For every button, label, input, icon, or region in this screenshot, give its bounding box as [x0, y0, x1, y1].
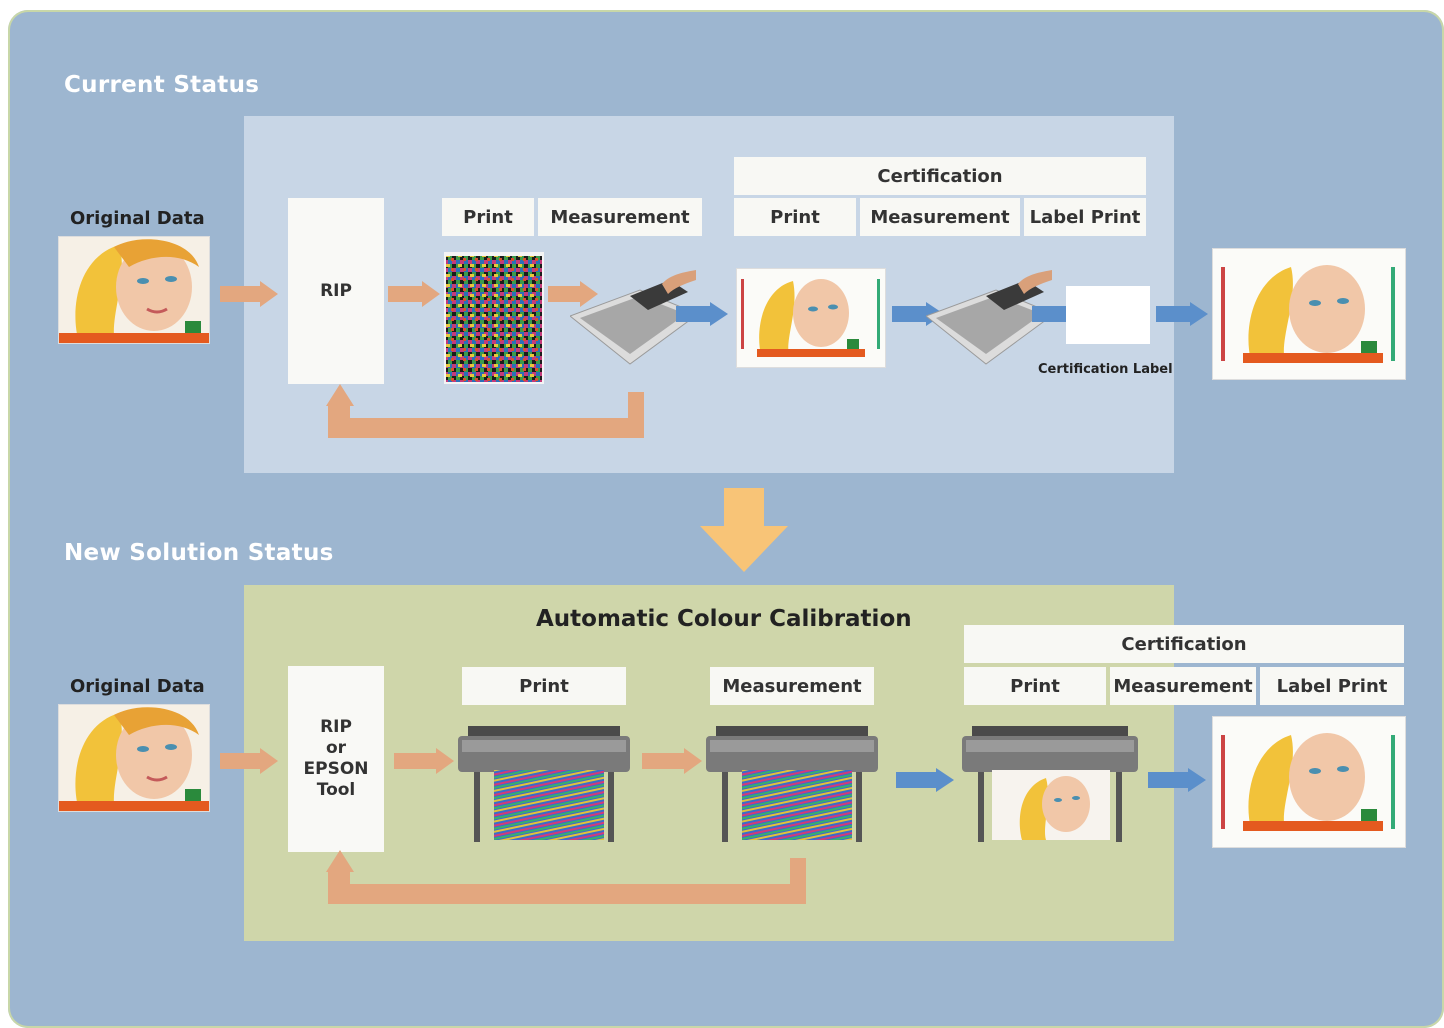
new-original-data-label: Original Data [70, 676, 205, 697]
new-arrow-printer-to-printer [642, 748, 702, 774]
new-cert-measurement-label: Measurement [1110, 667, 1256, 705]
current-certification-header: Certification [734, 157, 1146, 195]
new-arrow-original-to-rip [220, 748, 278, 774]
current-status-title: Current Status [64, 72, 260, 98]
new-rip-line-1: RIP [320, 717, 352, 737]
current-cert-label-print-label: Label Print [1024, 198, 1146, 236]
current-arrow-measure-to-cert [676, 302, 728, 326]
current-feedback-loop-arrow [326, 384, 644, 438]
current-cert-print-label: Print [734, 198, 856, 236]
new-print-label: Print [462, 667, 626, 705]
new-cert-print-label: Print [964, 667, 1106, 705]
new-measurement-label: Measurement [710, 667, 874, 705]
transition-down-arrow [700, 488, 788, 572]
current-certification-label-caption: Certification Label [1038, 362, 1173, 377]
current-cert-printed-photo [736, 268, 886, 368]
new-original-photo [58, 704, 210, 812]
new-arrow-measure-to-cert [896, 768, 954, 792]
current-measurement-label: Measurement [538, 198, 702, 236]
new-cert-label-print-label: Label Print [1260, 667, 1404, 705]
new-final-output-photo [1212, 716, 1406, 848]
new-rip-line-4: Tool [316, 780, 356, 800]
new-cert-printer-icon [962, 726, 1138, 842]
current-arrow-chart-to-measure [548, 281, 598, 307]
new-certification-header: Certification [964, 625, 1404, 663]
current-original-data-label: Original Data [70, 208, 205, 229]
new-rip-epson-box: RIP or EPSON Tool [288, 666, 384, 852]
new-rip-line-3: EPSON [303, 759, 369, 779]
new-printer-icon-2 [706, 726, 878, 842]
current-arrow-label-to-final [1156, 302, 1208, 326]
current-arrow-rip-to-chart [388, 281, 440, 307]
current-original-photo [58, 236, 210, 344]
current-rip-box: RIP [288, 198, 384, 384]
new-solution-title: New Solution Status [64, 540, 334, 566]
current-rip-label: RIP [320, 281, 352, 301]
new-arrow-cert-to-final [1148, 768, 1206, 792]
current-final-output-photo [1212, 248, 1406, 380]
current-certification-label-card [1066, 286, 1150, 344]
new-rip-line-2: or [325, 738, 347, 758]
current-colour-chart [444, 252, 544, 384]
current-spectrophotometer-icon [570, 266, 698, 366]
new-printer-icon-1 [458, 726, 630, 842]
current-arrow-original-to-rip [220, 281, 278, 307]
current-print-label: Print [442, 198, 534, 236]
current-cert-measurement-label: Measurement [860, 198, 1020, 236]
new-arrow-rip-to-printer [394, 748, 454, 774]
new-feedback-loop-arrow [326, 850, 806, 904]
auto-calibration-title: Automatic Colour Calibration [536, 606, 912, 632]
current-cert-spectrophotometer-icon [926, 266, 1054, 366]
